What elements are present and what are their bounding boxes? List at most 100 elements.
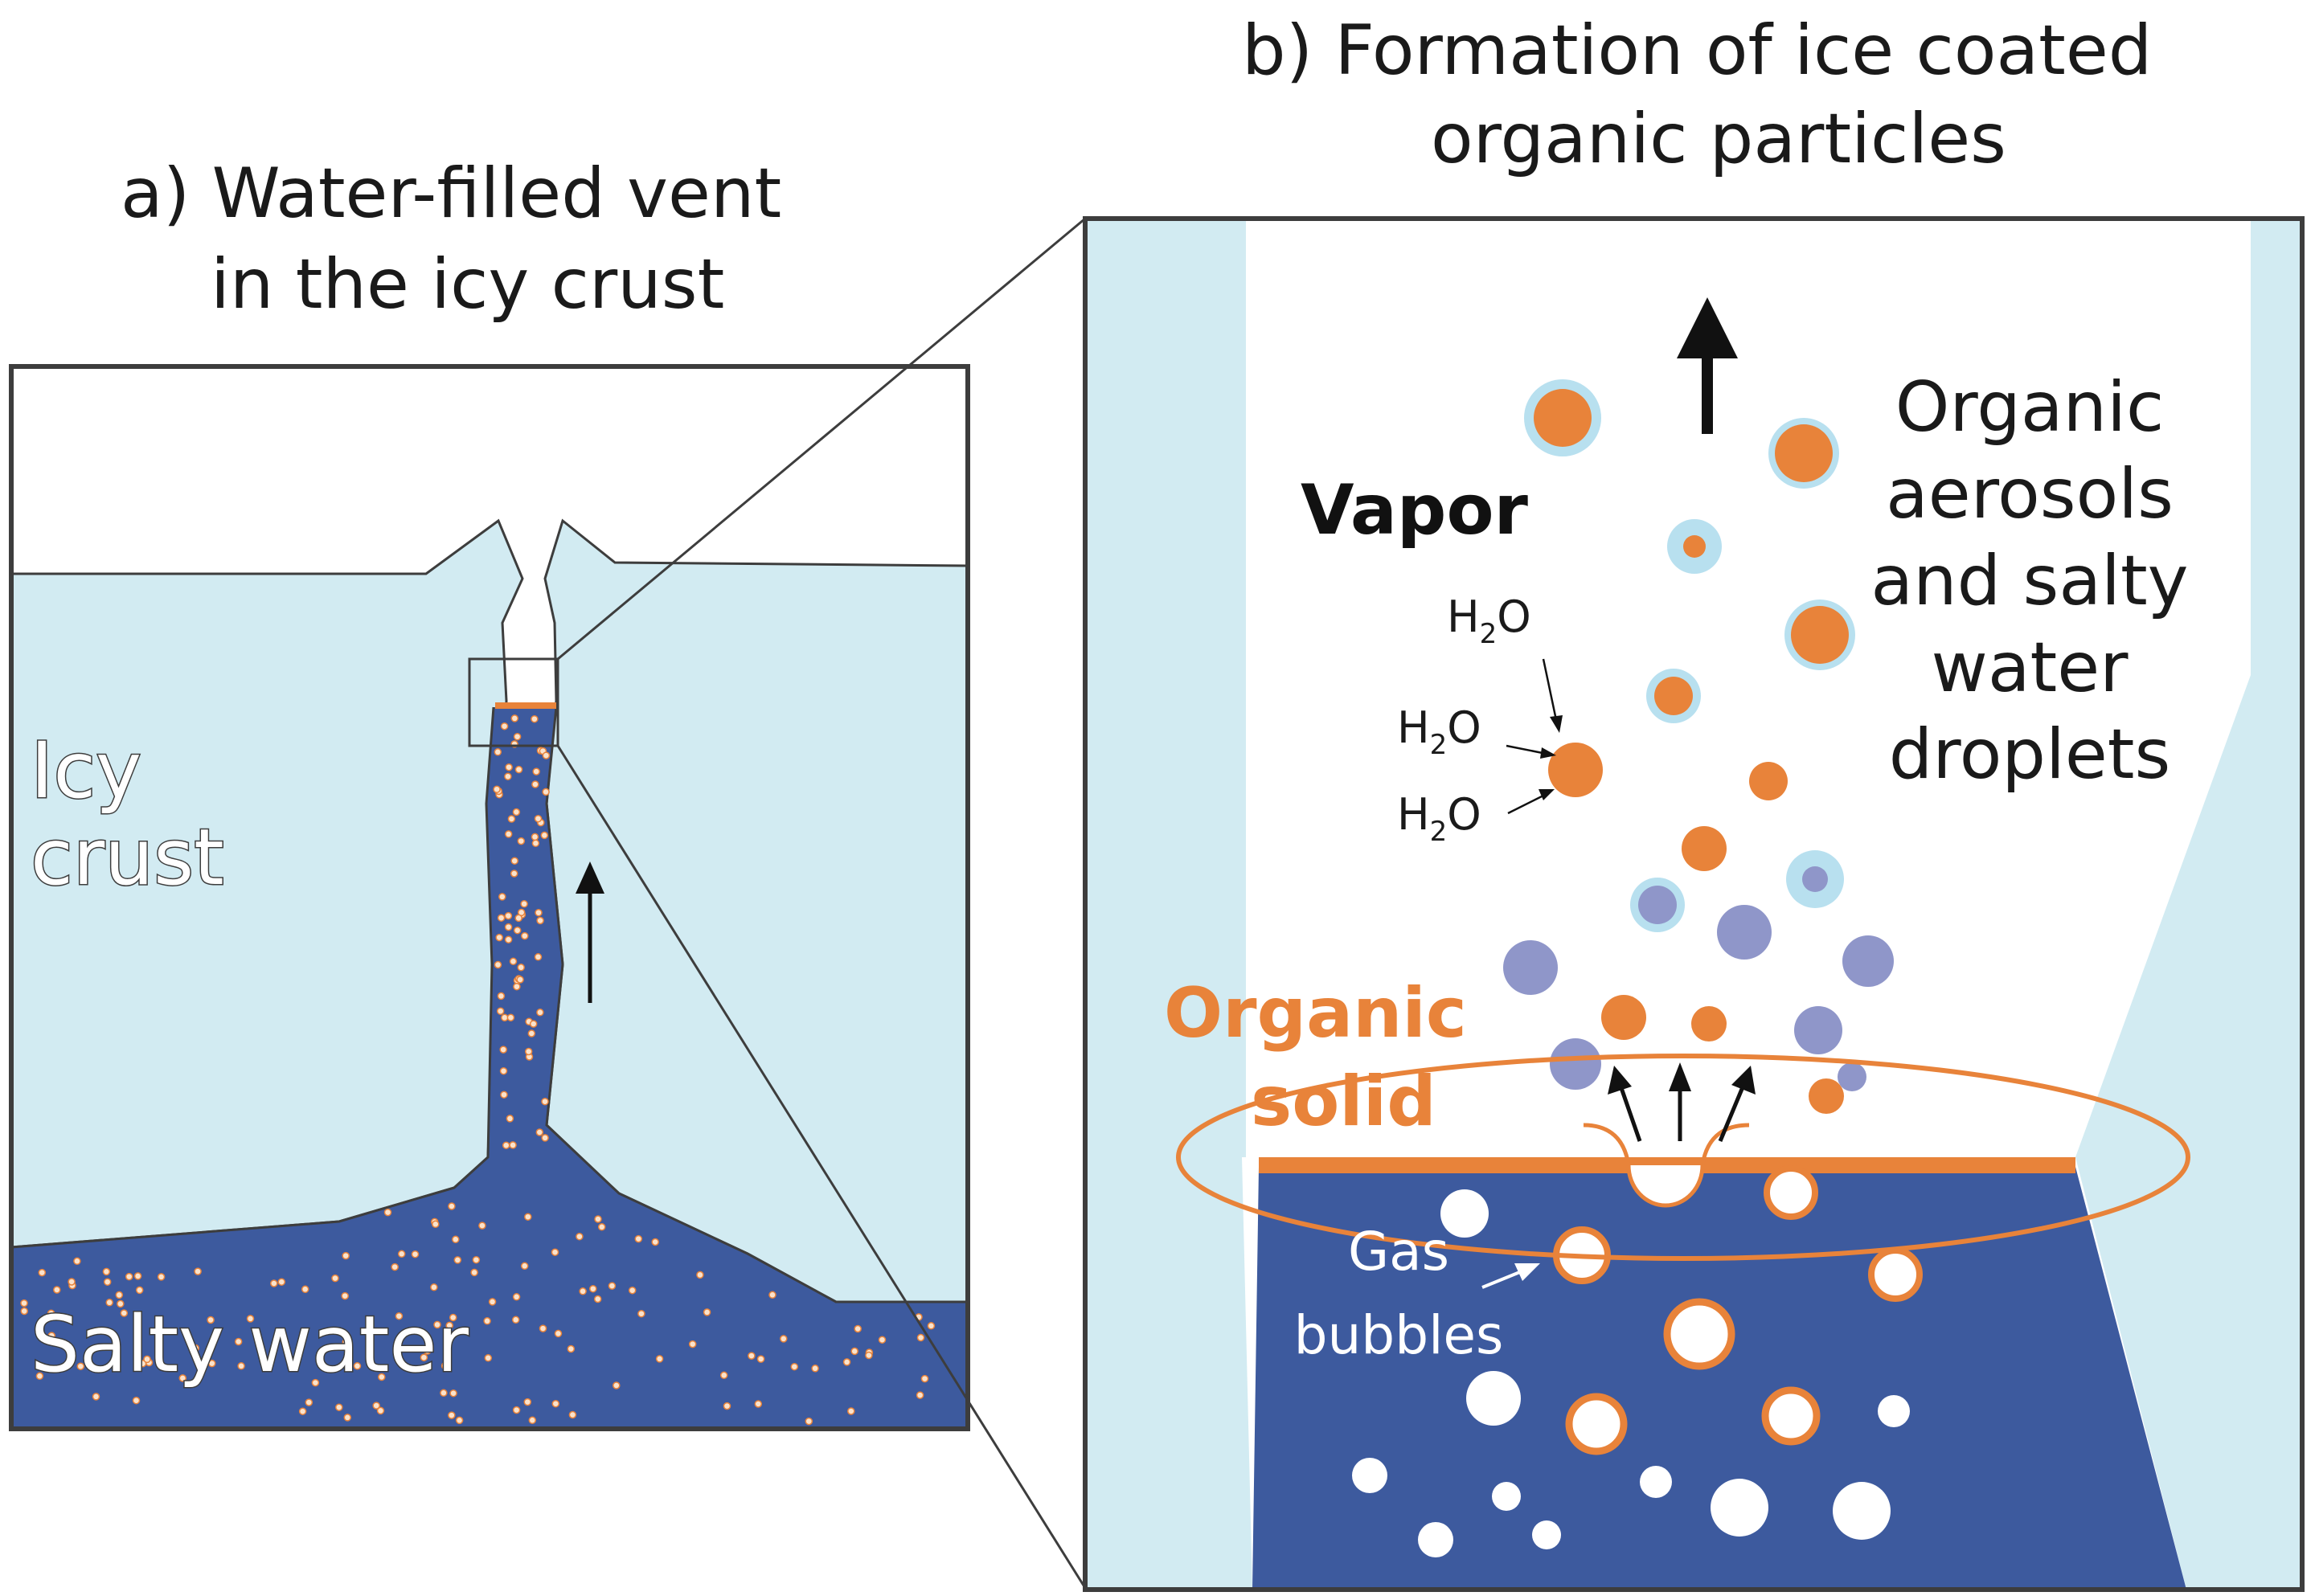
water-particle bbox=[73, 1257, 81, 1266]
water-particle bbox=[790, 1362, 799, 1371]
gas-bubble bbox=[1764, 1165, 1818, 1220]
salty-water-droplet bbox=[1842, 935, 1894, 987]
water-particle bbox=[499, 1066, 508, 1075]
water-particle bbox=[432, 1220, 440, 1229]
organic-aerosol bbox=[1749, 762, 1788, 800]
h2o-label-1: H2O bbox=[1447, 591, 1531, 650]
organic-aerosol bbox=[1809, 1078, 1844, 1114]
water-particle bbox=[353, 1362, 362, 1370]
water-particle bbox=[534, 814, 543, 823]
water-particle bbox=[120, 1309, 129, 1317]
water-particle bbox=[342, 1251, 350, 1260]
water-particle bbox=[391, 1262, 399, 1271]
water-particle bbox=[448, 1411, 456, 1419]
water-particle bbox=[688, 1340, 697, 1348]
water-particle bbox=[102, 1267, 111, 1276]
aerosols-label-line2: aerosols bbox=[1886, 454, 2174, 534]
water-particle bbox=[395, 1312, 404, 1320]
water-particle bbox=[651, 1238, 659, 1246]
water-particle bbox=[301, 1285, 309, 1294]
svg-text:H2O: H2O bbox=[1397, 702, 1481, 761]
water-particle bbox=[513, 982, 521, 991]
ice-coated-particle-core bbox=[1683, 535, 1706, 558]
panel-b-title-line2: organic particles bbox=[1431, 99, 2006, 179]
water-particle bbox=[341, 1291, 349, 1300]
water-particle bbox=[378, 1373, 386, 1381]
water-particle bbox=[35, 1372, 44, 1381]
water-particle bbox=[696, 1271, 704, 1279]
water-particle bbox=[535, 908, 543, 917]
water-particle bbox=[514, 765, 523, 774]
water-particle bbox=[520, 900, 528, 908]
organic-aerosol bbox=[1691, 1006, 1727, 1041]
water-particle bbox=[842, 1358, 851, 1366]
water-particle bbox=[506, 1013, 515, 1021]
gas-bubble bbox=[1663, 1298, 1735, 1370]
water-particle bbox=[847, 1407, 855, 1415]
h2o-1-sub: 2 bbox=[1480, 618, 1498, 650]
h2o-1-h: H bbox=[1447, 591, 1480, 642]
salty-water-label: Salty water bbox=[31, 1299, 469, 1389]
water-particle bbox=[527, 1029, 536, 1037]
h2o-2-sub: 2 bbox=[1430, 729, 1448, 761]
water-particle bbox=[534, 953, 543, 961]
water-particle bbox=[521, 931, 529, 940]
water-particle bbox=[68, 1278, 76, 1286]
water-particle bbox=[20, 1307, 28, 1316]
water-particle bbox=[523, 1398, 532, 1406]
eruption-arrows bbox=[1608, 1062, 1756, 1142]
water-particle bbox=[135, 1286, 144, 1295]
icy-crust-label-line2: crust bbox=[31, 812, 224, 902]
water-particle bbox=[234, 1337, 243, 1346]
water-particle bbox=[494, 748, 502, 756]
water-particle bbox=[540, 831, 549, 840]
water-particle bbox=[531, 839, 540, 848]
water-particle bbox=[298, 1407, 307, 1415]
gas-bubble bbox=[1640, 1466, 1672, 1498]
water-particle bbox=[504, 923, 513, 931]
water-particle bbox=[613, 1381, 621, 1389]
water-particle bbox=[448, 1202, 456, 1210]
bursting-bubble bbox=[1583, 1123, 1750, 1208]
gas-bubble bbox=[1440, 1189, 1489, 1238]
water-particle bbox=[38, 1268, 47, 1277]
water-particle bbox=[542, 751, 551, 759]
gas-bubble bbox=[1565, 1393, 1628, 1455]
water-particle bbox=[513, 926, 522, 935]
water-particle bbox=[478, 1222, 486, 1230]
water-particle bbox=[567, 1344, 576, 1353]
water-particle bbox=[191, 1344, 200, 1353]
zoom-connector-top bbox=[557, 217, 1086, 661]
ice-wall-left bbox=[1085, 219, 1252, 1590]
water-particle bbox=[47, 1332, 55, 1340]
salty-water-particles bbox=[20, 714, 936, 1426]
water-particle bbox=[536, 1009, 544, 1017]
water-particle bbox=[483, 1317, 491, 1325]
water-particle bbox=[768, 1291, 776, 1299]
salty-water-droplet bbox=[1717, 905, 1772, 960]
water-particle bbox=[440, 1361, 449, 1370]
svg-text:H2O: H2O bbox=[1397, 789, 1481, 848]
water-particle bbox=[505, 763, 513, 771]
h2o-3-h: H bbox=[1397, 789, 1430, 840]
water-particle bbox=[500, 722, 509, 730]
water-particle bbox=[531, 714, 539, 723]
water-particle bbox=[270, 1279, 278, 1287]
h2o-3-sub: 2 bbox=[1430, 816, 1448, 848]
water-particle bbox=[103, 1278, 112, 1286]
water-particle bbox=[541, 1097, 549, 1106]
water-particle bbox=[423, 1347, 432, 1355]
water-particle bbox=[597, 1223, 606, 1231]
water-particle bbox=[452, 1235, 460, 1244]
water-particle bbox=[780, 1335, 788, 1343]
water-particle bbox=[498, 893, 506, 901]
water-particle bbox=[511, 1316, 520, 1324]
water-particle bbox=[157, 1273, 166, 1281]
water-particle bbox=[449, 1313, 457, 1322]
water-particle bbox=[277, 1278, 286, 1286]
water-particle bbox=[512, 1293, 521, 1301]
aerosols-label: Organic aerosols and salty water droplet… bbox=[1870, 367, 2188, 795]
water-particle bbox=[723, 1402, 731, 1410]
water-particle bbox=[504, 935, 513, 943]
h2o-3-o: O bbox=[1447, 789, 1481, 840]
